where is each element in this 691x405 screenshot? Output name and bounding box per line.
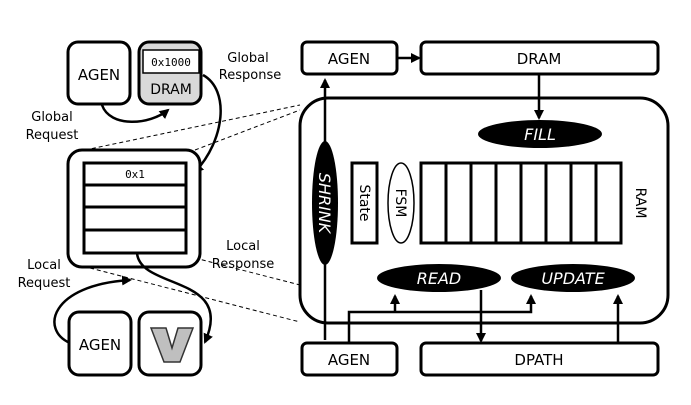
ram-column: [469, 161, 498, 245]
ram-column: [569, 161, 598, 245]
global-dram-label: DRAM: [150, 82, 192, 98]
local-response-line2: Response: [212, 257, 274, 272]
global-response-arrow: [193, 73, 222, 174]
global-agen-label: AGEN: [78, 66, 120, 84]
dram-address: 0x1000: [151, 56, 191, 69]
global-dram-box: 0x1000 DRAM: [137, 40, 203, 106]
buffer-entry-0: 0x1: [125, 168, 145, 181]
local-request-line2: Request: [18, 276, 71, 291]
ram-label: RAM: [632, 188, 648, 219]
global-request-line2: Request: [26, 128, 79, 143]
ram-array: [419, 161, 623, 245]
local-agen-box: AGEN: [67, 310, 133, 377]
local-request-arrow: [53, 275, 132, 345]
dpath-label: DPATH: [514, 351, 563, 369]
top-agen-label: AGEN: [328, 50, 370, 68]
global-request-line1: Global: [31, 110, 72, 125]
bottom-agen-label: AGEN: [328, 351, 370, 369]
update-node: UPDATE: [511, 264, 635, 292]
local-response-line1: Local: [226, 239, 260, 254]
update-label: UPDATE: [541, 269, 605, 288]
ram-column: [444, 161, 473, 245]
shrink-label: SHRINK: [315, 173, 334, 235]
global-response-line2: Response: [219, 68, 281, 83]
local-response-arrow: [135, 252, 213, 344]
top-agen-box: AGEN: [300, 40, 399, 76]
state-box: State: [350, 161, 379, 245]
agen-to-read-update-arrows: [347, 294, 536, 343]
shrink-node: SHRINK: [312, 141, 338, 265]
vector-v-icon: [149, 327, 195, 363]
ram-column: [544, 161, 573, 245]
dpath-box: DPATH: [419, 341, 660, 377]
read-label: READ: [417, 269, 462, 288]
local-request-line1: Local: [27, 258, 61, 273]
fill-node: FILL: [478, 120, 602, 148]
ram-column: [494, 161, 523, 245]
ram-column: [419, 161, 448, 245]
read-node: READ: [377, 264, 501, 292]
bottom-agen-box: AGEN: [300, 341, 399, 377]
state-label: State: [356, 184, 372, 221]
fill-label: FILL: [524, 125, 556, 144]
ram-column: [594, 161, 623, 245]
local-agen-label: AGEN: [79, 336, 121, 354]
local-buffer: 0x1: [66, 148, 202, 269]
fsm-node: FSM: [387, 162, 415, 244]
top-dram-label: DRAM: [517, 50, 562, 68]
fsm-label: FSM: [392, 189, 408, 218]
global-agen-box: AGEN: [66, 40, 132, 106]
ram-column: [519, 161, 548, 245]
vector-unit-box: [137, 310, 203, 377]
global-response-line1: Global: [227, 51, 268, 66]
global-request-arrow: [100, 104, 170, 123]
top-dram-box: DRAM: [419, 40, 660, 76]
